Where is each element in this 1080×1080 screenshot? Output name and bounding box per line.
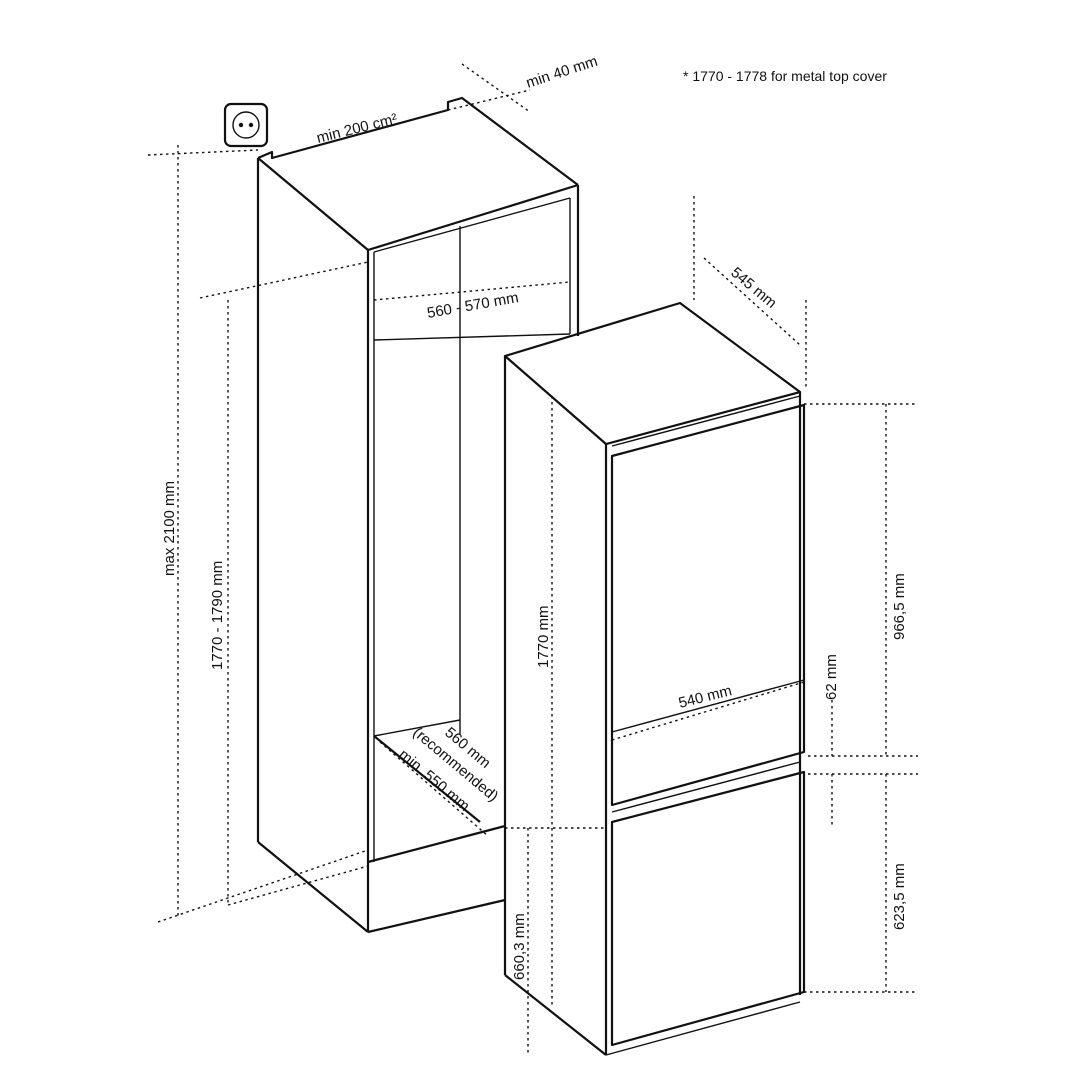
dimension-lines (147, 63, 918, 1055)
label-niche-height: 1770 - 1790 mm (209, 561, 226, 670)
fridge-appliance (503, 301, 806, 1056)
label-door-gap: 62 mm (823, 654, 840, 700)
label-plinth-height: 660,3 mm (511, 913, 528, 980)
cabinet-niche (256, 96, 580, 934)
label-appliance-height: 1770 mm (535, 605, 552, 668)
label-lower-door-height: 623,5 mm (891, 863, 908, 930)
label-max-height: max 2100 mm (161, 481, 178, 576)
power-socket-icon (223, 102, 269, 148)
label-appliance-depth: 545 mm (727, 264, 779, 312)
dimension-labels: * 1770 - 1778 for metal top cover min 40… (161, 53, 908, 980)
label-vent-area: min 200 cm² (315, 110, 399, 146)
label-upper-door-height: 966,5 mm (891, 573, 908, 640)
label-top-gap: min 40 mm (524, 53, 600, 92)
footnote: * 1770 - 1778 for metal top cover (683, 68, 887, 84)
